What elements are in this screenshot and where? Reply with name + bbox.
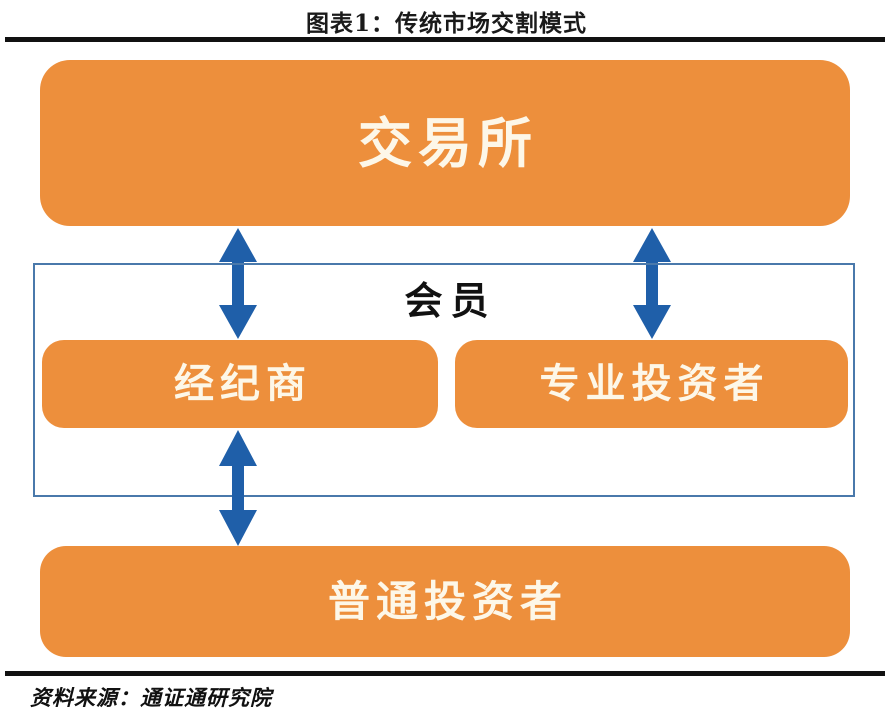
- double-headed-arrow-icon: [219, 228, 257, 339]
- node-ordinary-investor-label: 普通投资者: [327, 576, 568, 626]
- double-headed-arrow-icon: [219, 430, 257, 546]
- broker-ordinary-arrow: [213, 428, 263, 548]
- node-exchange-label: 交易所: [358, 111, 538, 175]
- page-title: 图表1：传统市场交割模式: [305, 10, 587, 37]
- node-professional-investor-label: 专业投资者: [539, 360, 770, 407]
- node-broker: 经纪商: [42, 340, 438, 428]
- exchange-professional-arrow: [627, 226, 677, 341]
- node-ordinary-investor: 普通投资者: [40, 546, 850, 657]
- node-professional-investor: 专业投资者: [455, 340, 848, 428]
- node-broker-label: 经纪商: [174, 360, 312, 407]
- node-exchange: 交易所: [40, 60, 850, 226]
- source-note: 资料来源：通证通研究院: [30, 685, 272, 710]
- exchange-broker-arrow: [213, 226, 263, 341]
- double-headed-arrow-icon: [633, 228, 671, 339]
- member-group-label: 会员: [404, 278, 497, 323]
- title-divider-rule: [5, 37, 885, 42]
- member-group-container: [33, 263, 855, 497]
- footer-divider-rule: [5, 671, 885, 676]
